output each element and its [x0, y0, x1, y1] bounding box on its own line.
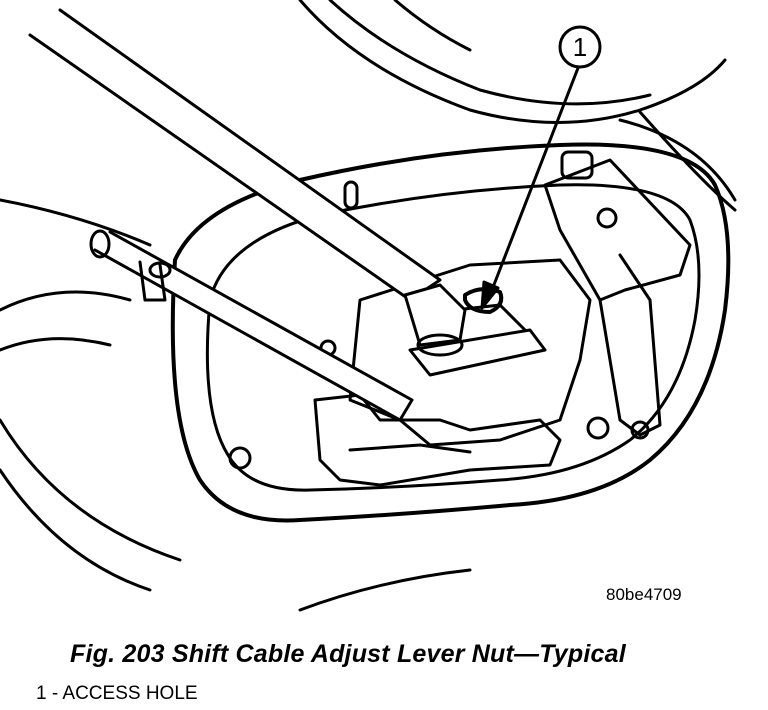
shifter-body: [348, 258, 592, 447]
bracket-bolt: [586, 416, 610, 440]
callout-number: 1: [573, 32, 587, 62]
console-inner-rim: [205, 183, 701, 492]
figure-code: 80be4709: [606, 585, 682, 604]
mount-bracket: [543, 158, 692, 302]
long-tool: [28, 8, 467, 357]
callout-arrowhead: [480, 280, 500, 310]
console-background-lines: [0, 0, 737, 612]
callout-circle: [558, 25, 602, 69]
lever-assembly: [313, 393, 562, 487]
shift-cable-illustration: 1: [0, 0, 737, 612]
rim-slots: [343, 150, 618, 229]
socket-extension: [89, 229, 414, 422]
callout-leader-line: [488, 66, 580, 297]
legend-item: 1 - ACCESS HOLE: [36, 683, 198, 704]
figure-caption: Fig. 203 Shift Cable Adjust Lever Nut—Ty…: [70, 640, 626, 668]
console-outer-rim: [170, 142, 731, 523]
